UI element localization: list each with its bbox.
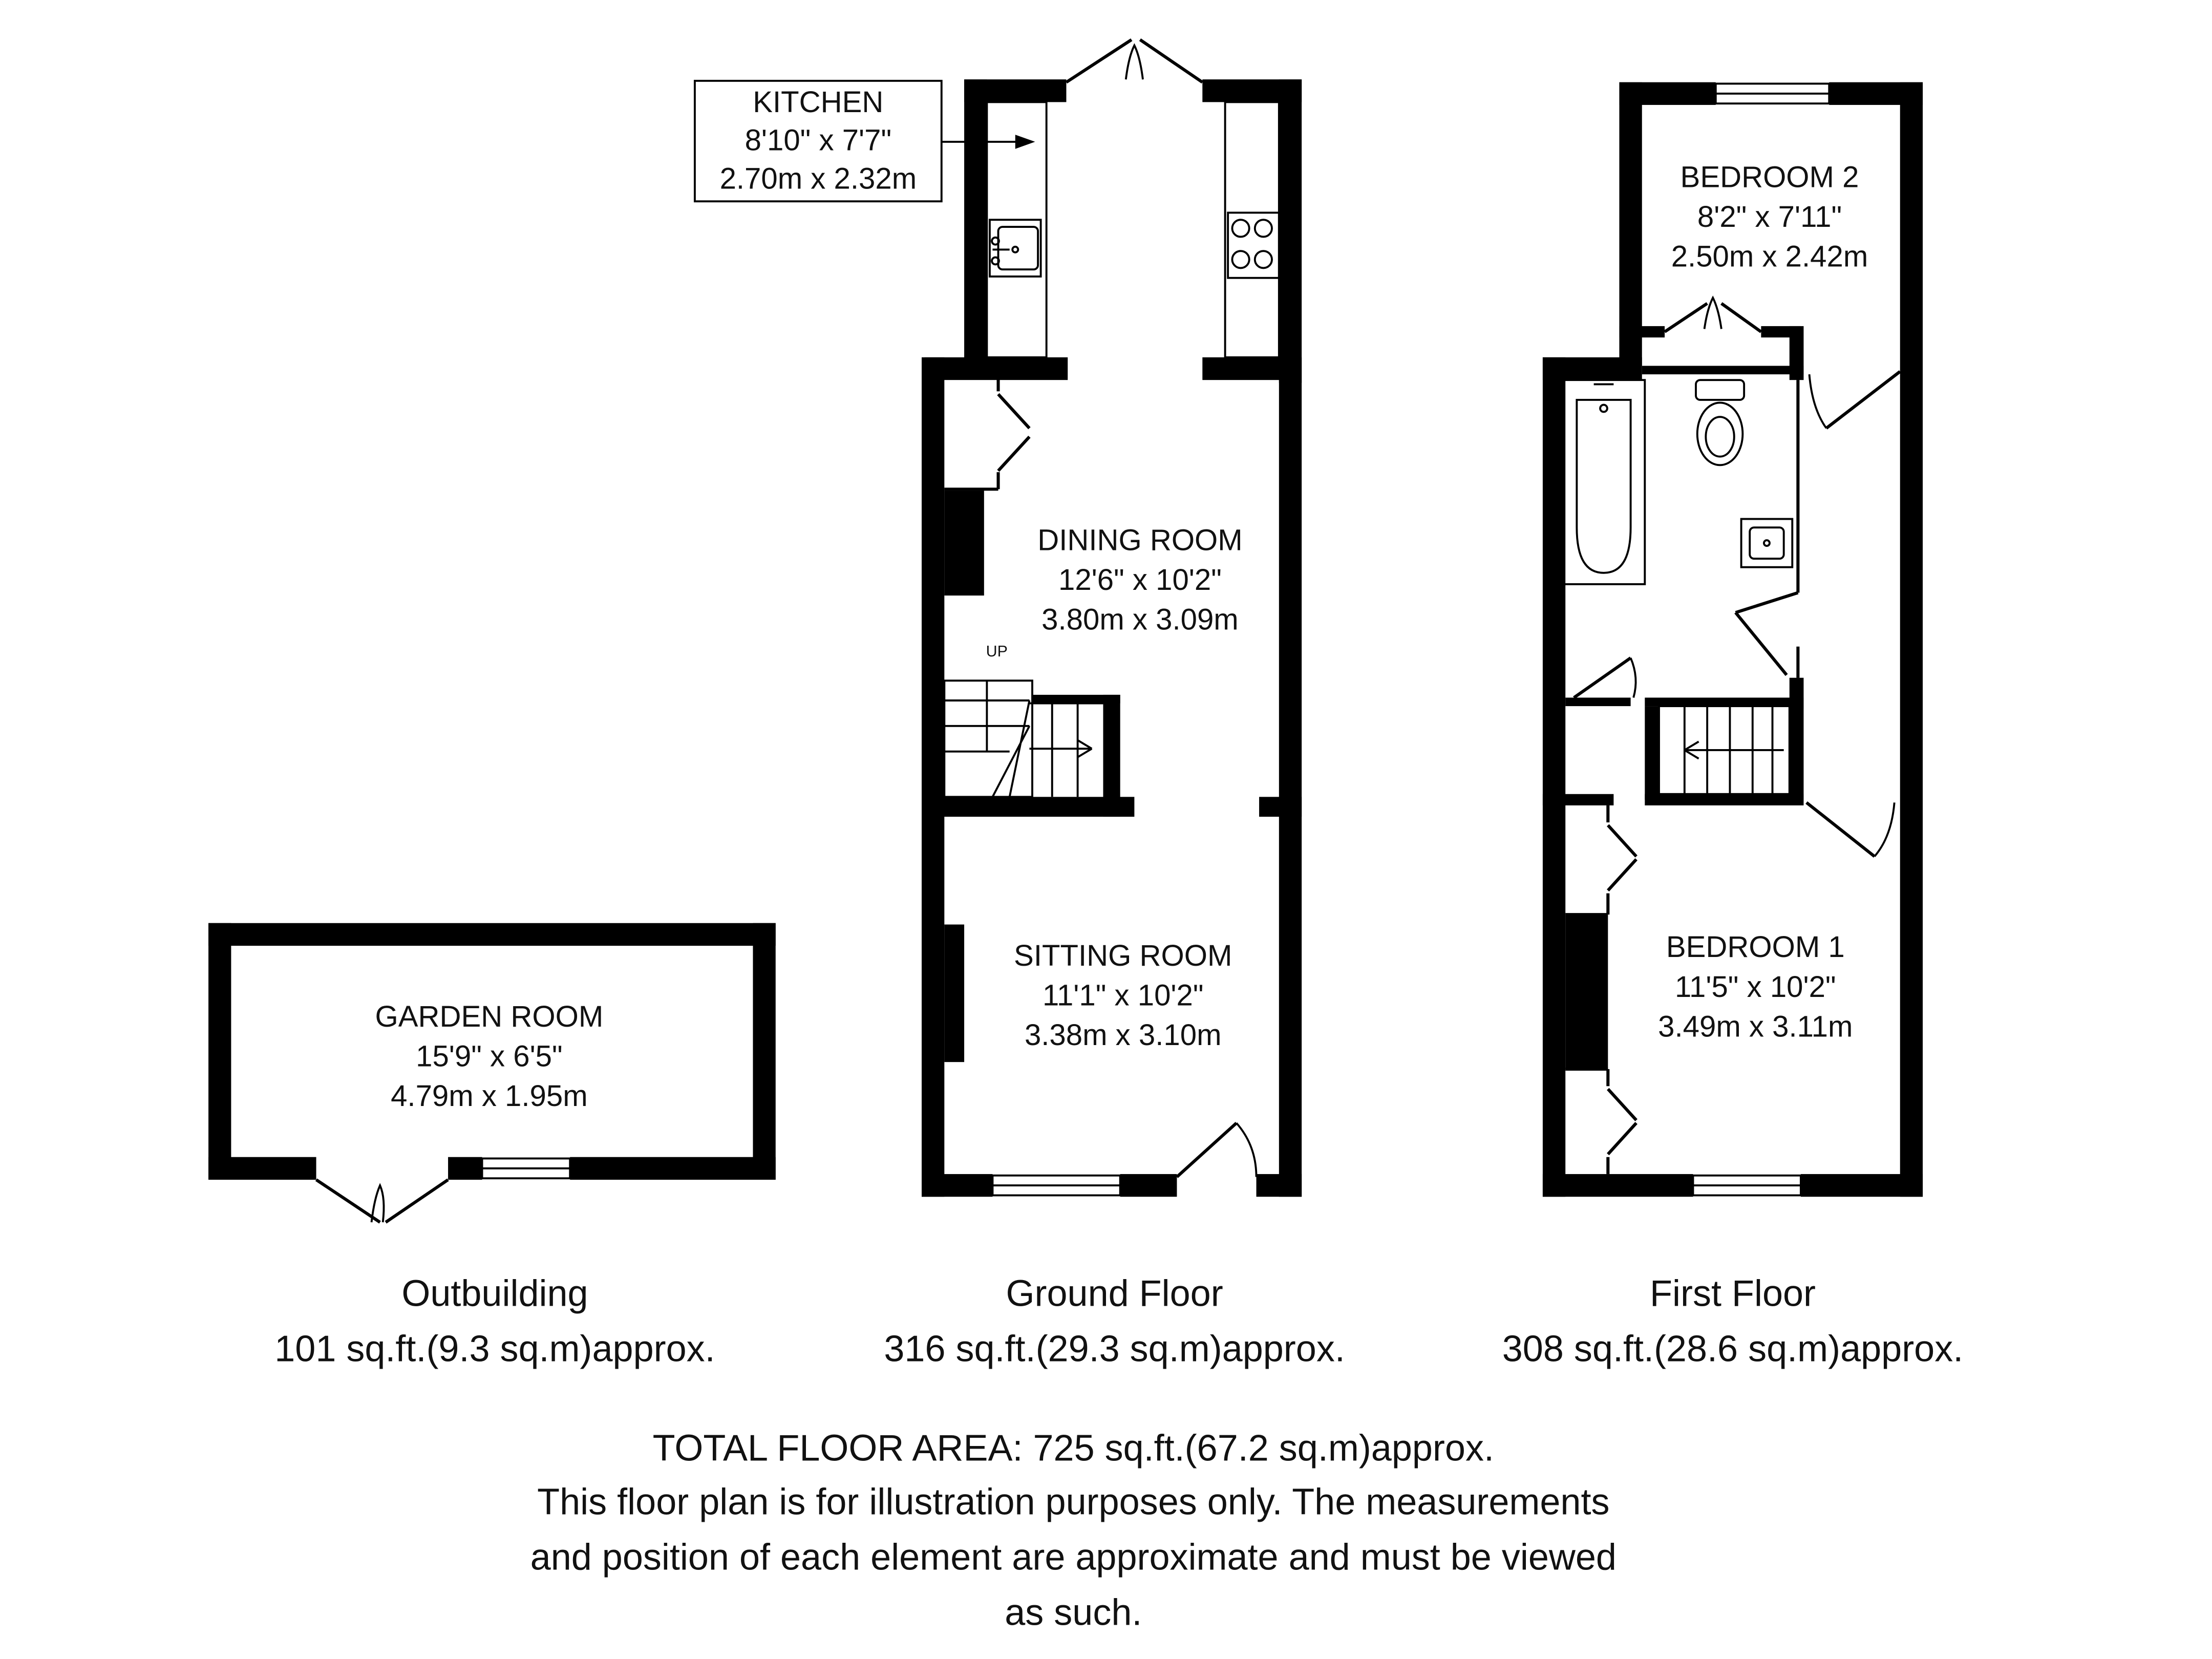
outbuilding-caption: Outbuilding 101 sq.ft.(9.3 sq.m)approx. [274, 1273, 715, 1369]
basin-icon [1740, 518, 1794, 568]
kitchen-imperial: 8'10" x 7'7" [745, 124, 892, 157]
first-floor-name: First Floor [1650, 1273, 1816, 1314]
outbuilding-plan [208, 923, 776, 1224]
ground-floor-area: 316 sq.ft.(29.3 sq.m)approx. [884, 1328, 1345, 1369]
kitchen-sink-icon [988, 219, 1042, 278]
first-floor-stairs [1658, 705, 1791, 795]
sitting-room-imperial: 11'1" x 10'2" [1043, 979, 1204, 1012]
garden-room-imperial: 15'9" x 6'5" [416, 1039, 563, 1073]
disclaimer-line-1: This floor plan is for illustration purp… [537, 1482, 1609, 1523]
ground-floor-name: Ground Floor [1006, 1273, 1223, 1314]
sitting-room-name: SITTING ROOM [1014, 939, 1232, 972]
dining-room-imperial: 12'6" x 10'2" [1058, 563, 1222, 597]
first-floor-area: 308 sq.ft.(28.6 sq.m)approx. [1502, 1328, 1963, 1369]
disclaimer-line-3: as such. [1005, 1592, 1142, 1633]
ground-floor-front-door [1176, 1121, 1258, 1178]
bedroom-1-imperial: 11'5" x 10'2" [1675, 970, 1836, 1004]
bedroom-2-name: BEDROOM 2 [1681, 161, 1859, 194]
bedroom-1-name: BEDROOM 1 [1666, 930, 1845, 964]
outbuilding-name: Outbuilding [401, 1273, 588, 1314]
kitchen-name: KITCHEN [753, 86, 883, 119]
kitchen-hob-icon [1227, 211, 1280, 279]
toilet-icon [1695, 379, 1746, 466]
bath-icon [1561, 379, 1646, 585]
sitting-room-label: SITTING ROOM 11'1" x 10'2" 3.38m x 3.10m [1014, 939, 1232, 1052]
sitting-room-metric: 3.38m x 3.10m [1025, 1018, 1222, 1052]
first-floor-caption: First Floor 308 sq.ft.(28.6 sq.m)approx. [1502, 1273, 1963, 1369]
kitchen-label: KITCHEN 8'10" x 7'7" 2.70m x 2.32m [720, 86, 917, 196]
bedroom-1-metric: 3.49m x 3.11m [1658, 1010, 1853, 1043]
dining-room-label: DINING ROOM 12'6" x 10'2" 3.80m x 3.09m [1037, 523, 1243, 636]
garden-room-name: GARDEN ROOM [375, 1000, 604, 1033]
kitchen-metric: 2.70m x 2.32m [720, 162, 917, 195]
stairs-up-label: UP [986, 643, 1008, 660]
footer-notes: TOTAL FLOOR AREA: 725 sq.ft.(67.2 sq.m)a… [530, 1428, 1617, 1633]
sitting-room-window [991, 1174, 1121, 1197]
bedroom-2-window [1714, 82, 1831, 105]
total-floor-area: TOTAL FLOOR AREA: 725 sq.ft.(67.2 sq.m)a… [653, 1428, 1494, 1469]
first-floor-plan [1542, 82, 1923, 1197]
ground-floor-plan [693, 38, 1302, 1197]
bedroom-2-metric: 2.50m x 2.42m [1671, 240, 1868, 273]
bedroom-2-label: BEDROOM 2 8'2" x 7'11" 2.50m x 2.42m [1671, 161, 1868, 273]
garden-room-label: GARDEN ROOM 15'9" x 6'5" 4.79m x 1.95m [375, 1000, 604, 1113]
garden-room-metric: 4.79m x 1.95m [391, 1079, 588, 1113]
disclaimer-line-2: and position of each element are approxi… [530, 1537, 1617, 1578]
kitchen-callout [693, 79, 1035, 203]
garden-room-window [481, 1157, 571, 1180]
outbuilding-area: 101 sq.ft.(9.3 sq.m)approx. [274, 1328, 715, 1369]
bedroom-2-imperial: 8'2" x 7'11" [1697, 200, 1842, 233]
ground-floor-stairs [943, 679, 1103, 798]
ground-floor-caption: Ground Floor 316 sq.ft.(29.3 sq.m)approx… [884, 1273, 1345, 1369]
dining-room-name: DINING ROOM [1037, 523, 1243, 557]
bedroom-1-window [1692, 1174, 1802, 1197]
bedroom-1-label: BEDROOM 1 11'5" x 10'2" 3.49m x 3.11m [1658, 930, 1853, 1043]
dining-room-metric: 3.80m x 3.09m [1041, 603, 1239, 636]
kitchen-french-doors [1065, 38, 1204, 84]
garden-room-french-doors [315, 1178, 449, 1224]
